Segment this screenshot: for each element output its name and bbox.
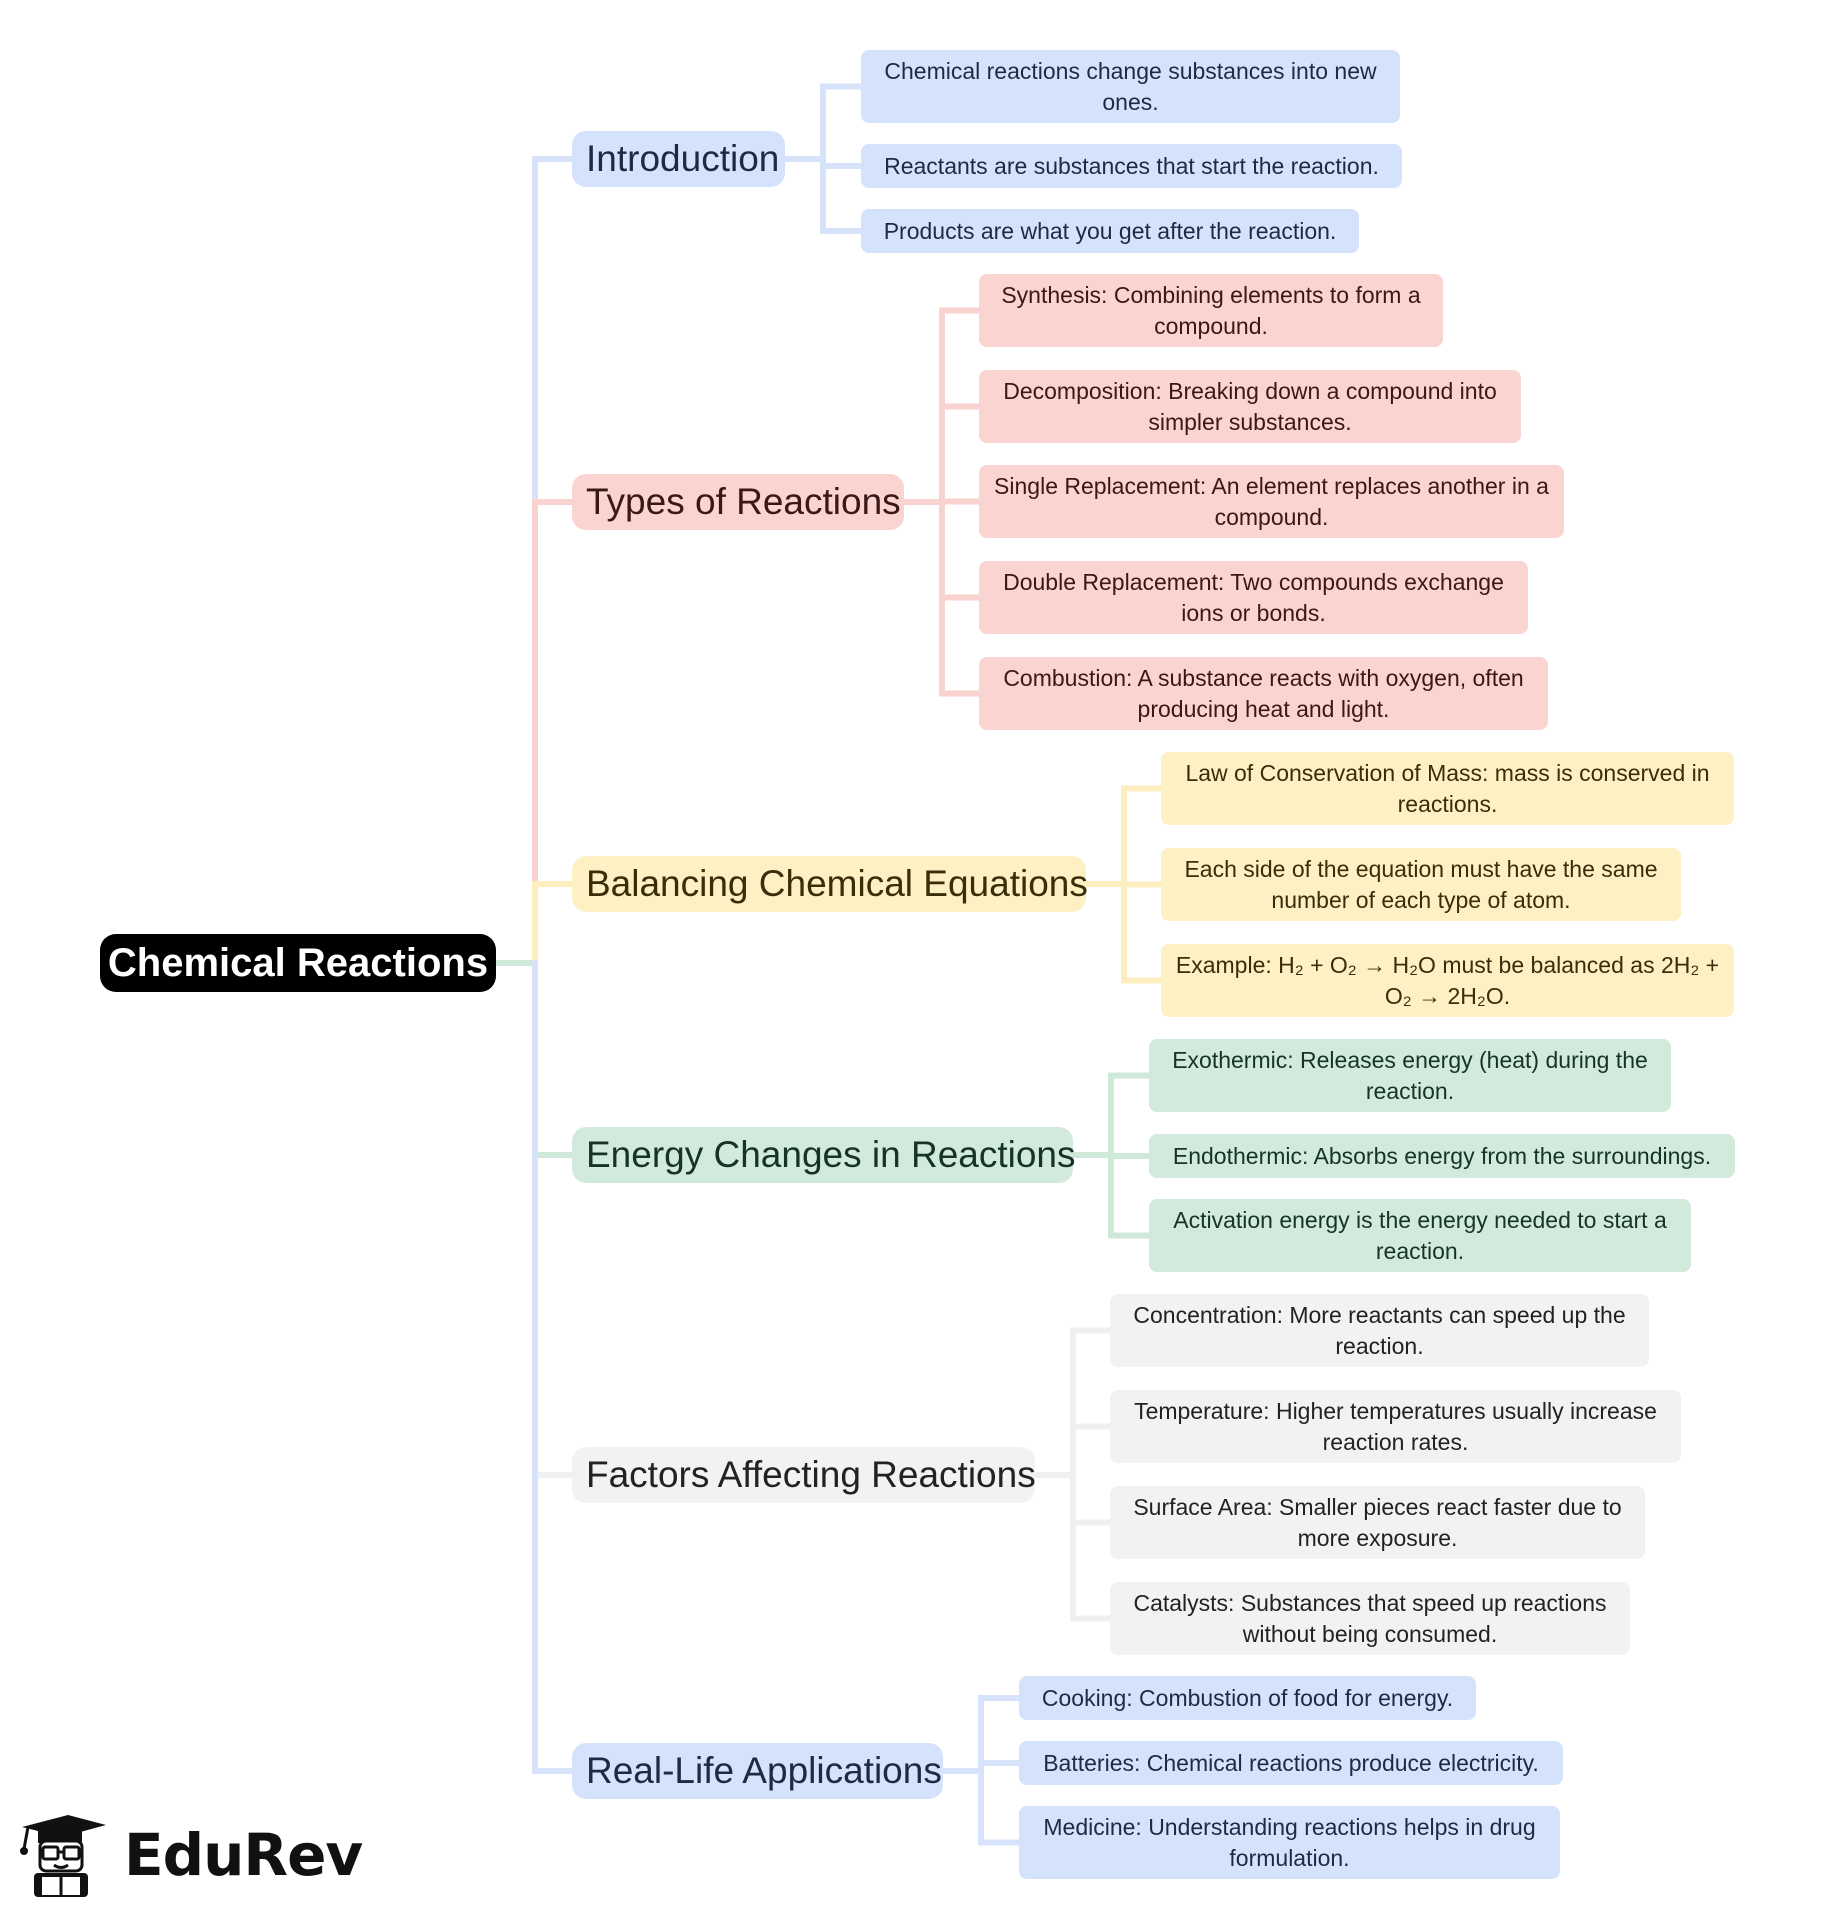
branch-real-life-applications: Real-Life Applications (572, 1743, 943, 1799)
leaf-concentration: Concentration: More reactants can speed … (1110, 1294, 1649, 1367)
branch-label: Introduction (586, 138, 780, 179)
branch-label: Types of Reactions (586, 481, 901, 522)
branch-label: Factors Affecting Reactions (586, 1454, 1036, 1495)
branch-balancing-chemical-equations: Balancing Chemical Equations (572, 856, 1088, 912)
leaf-medicine: Medicine: Understanding reactions helps … (1019, 1806, 1560, 1879)
branch-factors-affecting-reactions: Factors Affecting Reactions (572, 1447, 1036, 1503)
branch-label: Balancing Chemical Equations (586, 863, 1088, 904)
branch-label: Energy Changes in Reactions (586, 1134, 1076, 1175)
leaf-temperature: Temperature: Higher temperatures usually… (1110, 1390, 1681, 1463)
edurev-logo: EduRev (10, 1790, 375, 1920)
leaf-single-replacement: Single Replacement: An element replaces … (979, 465, 1564, 538)
graduation-cap-student-icon (20, 1815, 106, 1897)
leaf-exothermic: Exothermic: Releases energy (heat) durin… (1149, 1039, 1671, 1112)
leaf-introduction-1: Chemical reactions change substances int… (861, 50, 1400, 123)
leaf-activation-energy: Activation energy is the energy needed t… (1149, 1199, 1691, 1272)
root-node: Chemical Reactions (100, 934, 496, 992)
leaf-introduction-2: Reactants are substances that start the … (861, 144, 1402, 188)
leaf-introduction-3: Products are what you get after the reac… (861, 209, 1359, 253)
leaf-combustion: Combustion: A substance reacts with oxyg… (979, 657, 1548, 730)
leaf-batteries: Batteries: Chemical reactions produce el… (1019, 1741, 1563, 1785)
leaf-catalysts: Catalysts: Substances that speed up reac… (1110, 1582, 1630, 1655)
branch-energy-changes: Energy Changes in Reactions (572, 1127, 1076, 1183)
leaf-conservation-of-mass: Law of Conservation of Mass: mass is con… (1161, 752, 1734, 825)
leaf-synthesis: Synthesis: Combining elements to form a … (979, 274, 1443, 347)
leaf-same-number-of-atoms: Each side of the equation must have the … (1161, 848, 1681, 921)
root-label: Chemical Reactions (107, 940, 489, 985)
leaf-double-replacement: Double Replacement: Two compounds exchan… (979, 561, 1528, 634)
leaf-decomposition: Decomposition: Breaking down a compound … (979, 370, 1521, 443)
logo-text: EduRev (124, 1821, 363, 1889)
branch-types-of-reactions: Types of Reactions (572, 474, 904, 530)
branch-introduction: Introduction (572, 131, 785, 187)
leaf-cooking: Cooking: Combustion of food for energy. (1019, 1676, 1476, 1720)
leaf-surface-area: Surface Area: Smaller pieces react faste… (1110, 1486, 1645, 1559)
leaf-balancing-example: Example: H₂ + O₂ → H₂O must be balanced … (1161, 944, 1734, 1017)
branch-label: Real-Life Applications (586, 1750, 942, 1791)
leaf-endothermic: Endothermic: Absorbs energy from the sur… (1149, 1134, 1735, 1178)
